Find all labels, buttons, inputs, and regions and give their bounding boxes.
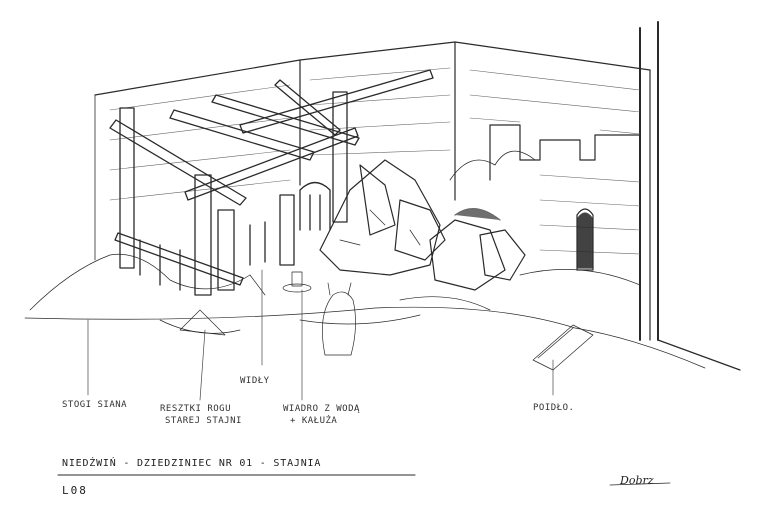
label-stable-remains-line1: Resztki rogu [160,404,232,414]
stone-walls [94,21,741,371]
artist-signature: Dobrz [620,474,654,487]
label-water-bucket-line2: + kałuża [290,416,338,426]
label-pitchfork: Widły [240,376,270,386]
rock-pile [319,150,536,291]
hay-and-ground [24,253,706,371]
label-trough: Poidło. [533,403,575,413]
label-water-bucket-line1: wiadro z wodą [283,404,360,414]
sheet-title: Niedźwiń - Dziedziniec nr 01 - Stajnia [62,458,322,469]
signature-underline [609,482,671,486]
timber-frame [109,69,434,296]
label-stable-remains-line2: starej stajni [165,416,242,426]
leader-lines [87,269,554,401]
label-hay-stacks: Stogi siana [62,400,128,410]
sheet-code: L08 [62,484,88,497]
